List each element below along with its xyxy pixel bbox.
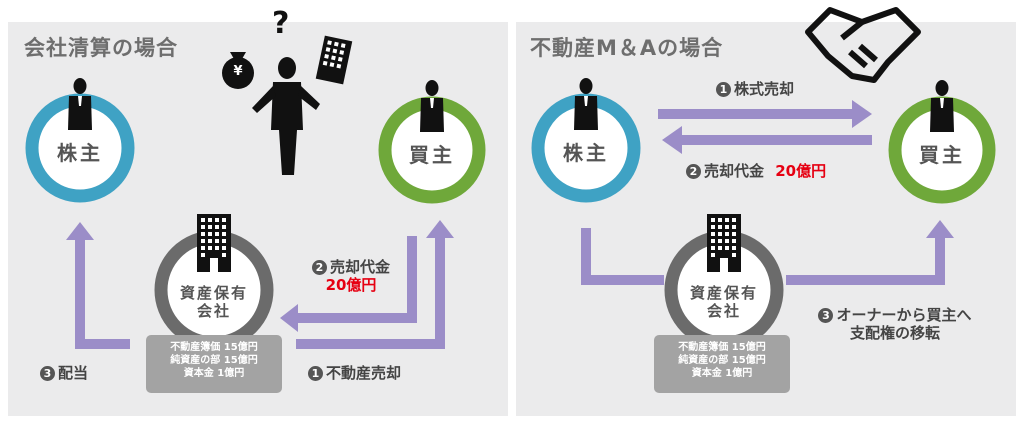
right-company-building-icon xyxy=(707,214,741,272)
right-buyer-label: 買主 xyxy=(919,143,965,167)
right-info-line1: 不動産簿価 15億円 xyxy=(678,342,766,353)
left-info-line1: 不動産簿価 15億円 xyxy=(170,342,258,353)
right-step3-line1: オーナーから買主へ xyxy=(836,306,972,324)
yen-symbol: ¥ xyxy=(233,64,243,79)
right-company-label-line1: 資産保有 xyxy=(689,284,758,302)
left-title: 会社清算の場合 xyxy=(24,36,178,60)
left-info-line2: 純資産の部 15億円 xyxy=(170,355,258,366)
left-shareholder-label: 株主 xyxy=(57,141,103,165)
right-shareholder-label: 株主 xyxy=(563,141,609,165)
right-step2-text: 売却代金 xyxy=(704,162,765,180)
left-arrow-dividend xyxy=(75,238,130,349)
left-step3-num: 3 xyxy=(40,366,55,381)
left-company-building-icon xyxy=(197,214,231,272)
right-company-label: 資産保有 会社 xyxy=(674,284,774,320)
left-step1-text: 不動産売却 xyxy=(326,364,402,382)
right-company-label-line2: 会社 xyxy=(706,302,741,320)
left-step1-num: 1 xyxy=(308,366,323,381)
right-info-box: 不動産簿価 15億円 純資産の部 15億円 資本金 1億円 xyxy=(654,335,790,393)
left-arrow-sale-proceeds xyxy=(296,236,417,323)
right-arrow-control-start xyxy=(581,228,664,285)
right-title: 不動産M＆Aの場合 xyxy=(530,36,724,60)
right-info-line2: 純資産の部 15億円 xyxy=(678,355,766,366)
right-step1-text: 株式売却 xyxy=(734,80,795,98)
right-arrow-control-end xyxy=(786,236,945,285)
money-bag-icon xyxy=(222,52,254,89)
right-step1-num: 1 xyxy=(716,82,731,97)
right-info-line3: 資本金 1億円 xyxy=(691,368,753,379)
left-step2-num: 2 xyxy=(311,260,327,275)
right-step2-num: 2 xyxy=(686,164,701,179)
confused-person-icon xyxy=(252,57,320,175)
left-step3-text: 配当 xyxy=(58,364,89,382)
left-step2-text: 売却代金 xyxy=(329,258,390,276)
left-arrow-property-sale xyxy=(296,236,445,349)
right-step3-line2: 支配権の移転 xyxy=(849,324,940,342)
office-building-icon xyxy=(315,35,353,85)
left-info-box: 不動産簿価 15億円 純資産の部 15億円 資本金 1億円 xyxy=(146,335,282,393)
left-info-line3: 資本金 1億円 xyxy=(183,368,245,379)
left-company-label: 資産保有 会社 xyxy=(164,284,264,320)
left-company-label-line2: 会社 xyxy=(196,302,231,320)
left-buyer-label: 買主 xyxy=(409,143,455,167)
question-mark: ? xyxy=(272,6,290,41)
right-step3-num: 3 xyxy=(818,308,834,323)
handshake-icon xyxy=(805,7,921,83)
left-company-label-line1: 資産保有 xyxy=(179,284,248,302)
right-step2-amount: 20億円 xyxy=(775,162,827,180)
left-step2-amount: 20億円 xyxy=(325,276,377,294)
